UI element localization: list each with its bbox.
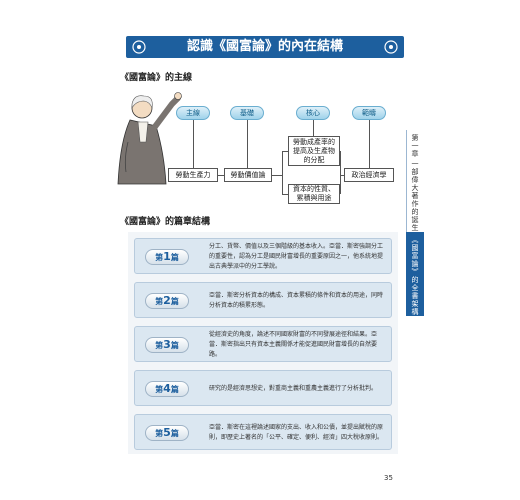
chapter-badge: 第1篇 [145,249,189,265]
chapter-structure-table: 第1篇 分工、貨幣、價值以及三個階級的基本收入。亞當．斯密強調分工的重要性，認為… [128,232,398,454]
flow-arrow [218,175,224,176]
connector-line [313,120,314,136]
page-title: 認識《國富論》的內在結構 [186,39,343,54]
chapter-description: 研究的是經濟思想史，對重商主義和重農主義進行了分析批判。 [209,385,378,392]
chapter-description: 從經濟史的角度，論述不同國家財富的不同發展途徑和結果。亞當．斯密指出只有資本主義… [209,331,378,358]
chapter-row: 第1篇 分工、貨幣、價值以及三個階級的基本收入。亞當．斯密強調分工的重要性，認為… [134,238,392,274]
chapter-badge: 第5篇 [145,425,189,441]
chapter-row: 第4篇 研究的是經濟思想史，對重商主義和重農主義進行了分析批判。 [134,370,392,406]
box-core-productivity: 勞動成產率的提高及生產物的分配 [288,136,340,166]
side-tab-chapter-title: 一部偉大著作的誕生 [411,160,419,232]
ornament-left-icon [132,40,146,54]
bracket-line [340,151,341,194]
bracket-line [282,151,288,152]
section-title-main-line: 《國富論》的主線 [120,73,193,83]
side-tab-chapter: 第一章 [411,134,419,158]
chapter-badge: 第2篇 [145,293,189,309]
ornament-right-icon [384,40,398,54]
concept-scope: 範疇 [352,106,386,120]
header-banner: 認識《國富論》的內在結構 [126,36,404,58]
side-tab-subtitle: 《國富論》的全書架構 [411,236,419,316]
chapter-row: 第2篇 亞當．斯密分析資本的構成、資本累積的條件和資本的用途，同時分析資本的積累… [134,282,392,318]
flow-arrow [340,175,344,176]
chapter-description: 分工、貨幣、價值以及三個階級的基本收入。亞當．斯密強調分工的重要性，認為分工是國… [209,243,384,270]
section-title-chapter-structure: 《國富論》的篇章結構 [120,217,211,227]
adam-smith-portrait-icon [117,92,182,185]
box-core-capital: 資本的性質、累積與用途 [288,184,340,204]
side-tab-highlight [406,232,424,316]
concept-main-line: 主線 [176,106,210,120]
chapter-description: 亞當．斯密分析資本的構成、資本累積的條件和資本的用途，同時分析資本的積累形態。 [209,292,384,309]
bracket-line [282,151,283,194]
connector-line [247,120,248,168]
connector-line [369,120,370,168]
chapter-badge: 第4篇 [145,381,189,397]
chapter-badge: 第3篇 [145,337,189,353]
chapter-description: 亞當．斯密在這裡論述國家的支出、收入和公債，並提出賦稅的原則，即歷史上著名的「公… [209,424,384,441]
box-labor-value-theory: 勞動價值論 [224,168,272,182]
chapter-row: 第3篇 從經濟史的角度，論述不同國家財富的不同發展途徑和結果。亞當．斯密指出只有… [134,326,392,362]
flow-arrow [272,175,282,176]
chapter-row: 第5篇 亞當．斯密在這裡論述國家的支出、收入和公債，並提出賦稅的原則，即歷史上著… [134,414,392,450]
page-number: 35 [384,474,393,482]
box-labor-productivity: 勞動生產力 [168,168,218,182]
bracket-line [282,194,288,195]
concept-foundation: 基礎 [230,106,264,120]
concept-core: 核心 [296,106,330,120]
box-political-economy: 政治經濟學 [344,168,394,182]
connector-line [193,120,194,168]
